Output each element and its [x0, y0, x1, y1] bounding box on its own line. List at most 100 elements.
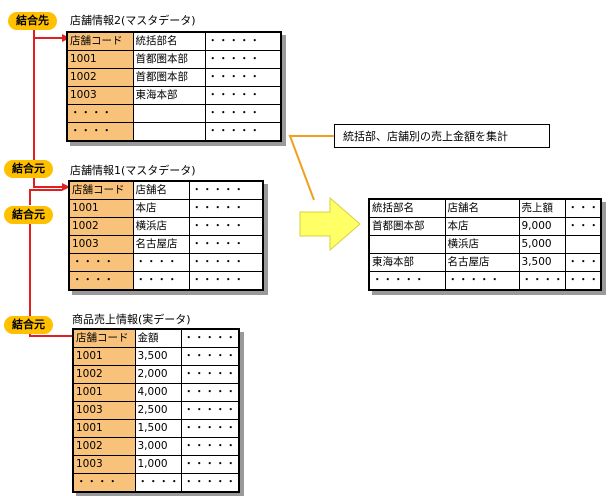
table-cell: ・・・・・: [204, 50, 282, 69]
table-cell: 首都圏本部: [368, 217, 446, 236]
table-cell: 東海本部: [132, 86, 206, 105]
table-cell: 名古屋店: [132, 235, 190, 254]
table-cell: 1,000: [134, 455, 182, 474]
table-cell: 店舗名: [132, 180, 190, 200]
table-cell: ・・・・・: [204, 104, 282, 123]
table-cell: 1001: [68, 199, 134, 218]
table-cell: ・・・・・: [564, 271, 602, 291]
table-cell: ・・・・・: [180, 383, 240, 402]
table-cell: 1,500: [134, 419, 182, 438]
table-cell: [132, 104, 206, 123]
table-cell: 横浜店: [132, 217, 190, 236]
table-cell: ・・・・: [68, 271, 134, 291]
table-cell: ・・・・・: [180, 328, 240, 348]
table-cell: 1001: [72, 347, 136, 366]
table-cell: ・・・・・: [188, 199, 264, 218]
table-row: ・・・・・・・・・: [66, 122, 282, 142]
callout-leader-line: [288, 135, 334, 201]
table-cell: [368, 235, 446, 254]
table-cell: 首都圏本部: [132, 68, 206, 87]
table-cell: 店舗コード: [66, 31, 134, 51]
table-cell: ・・・・: [134, 473, 182, 493]
table-cell: 1003: [72, 401, 136, 420]
table-cell: ・・・・・: [188, 253, 264, 272]
table-cell: ・・・・・: [180, 347, 240, 366]
table-cell: ・・・・・: [444, 271, 520, 291]
table-cell: ・・・・・: [180, 419, 240, 438]
table-cell: ・・・・・: [518, 271, 566, 291]
table-cell: 名古屋店: [444, 253, 520, 272]
table-row: 店舗コード金額・・・・・: [72, 328, 240, 348]
big-right-arrow-icon: [299, 196, 361, 252]
table-cell: ・・・・・: [188, 235, 264, 254]
table-row: ・・・・・・・・・・・・・: [72, 473, 240, 493]
table-cell: ・・・・: [132, 253, 190, 272]
table-cell: 1003: [72, 455, 136, 474]
table-cell: 金額: [134, 328, 182, 348]
table-cell: ・・・・・: [180, 365, 240, 384]
table-cell: 3,500: [134, 347, 182, 366]
callout-box: 統括部、店舗別の売上金額を集計: [334, 124, 550, 148]
table-cell: 3,000: [134, 437, 182, 456]
sales-title: 商品売上情報(実データ): [72, 313, 191, 326]
table-cell: ・・・・・: [368, 271, 446, 291]
table-cell: 5,000: [518, 235, 566, 254]
table-cell: 本店: [444, 217, 520, 236]
table-cell: ・・・・・: [564, 253, 602, 272]
table-cell: ・・・・・: [188, 180, 264, 200]
table-cell: ・・・・・: [180, 473, 240, 493]
table-cell: ・・・・・: [188, 217, 264, 236]
table-cell: 4,000: [134, 383, 182, 402]
table-cell: ・・・・・: [188, 271, 264, 291]
table-row: ・・・・・・・・・: [66, 104, 282, 123]
badge-join-source: 結合元: [4, 316, 53, 334]
table-cell: 2,500: [134, 401, 182, 420]
table-cell: 本店: [132, 199, 190, 218]
table-cell: 東海本部: [368, 253, 446, 272]
table-cell: ・・・・・: [564, 198, 602, 218]
badge-join-source: 結合元: [4, 160, 53, 178]
table-cell: 店舗コード: [68, 180, 134, 200]
table-cell: ・・・・: [66, 104, 134, 123]
table-cell: 9,000: [518, 217, 566, 236]
table-cell: 1002: [66, 68, 134, 87]
table-cell: 2,000: [134, 365, 182, 384]
table-cell: ・・・・・: [204, 31, 282, 51]
table-cell: 1001: [66, 50, 134, 69]
table-cell: ・・・・・: [180, 455, 240, 474]
table-cell: 売上額: [518, 198, 566, 218]
table-cell: ・・・・・: [204, 68, 282, 87]
table-cell: 統括部名: [132, 31, 206, 51]
table-cell: 1001: [72, 419, 136, 438]
table-cell: 横浜店: [444, 235, 520, 254]
table-cell: ・・・・・: [204, 86, 282, 105]
table-cell: ・・・・・: [180, 401, 240, 420]
table-cell: ・・・・・: [180, 437, 240, 456]
table-cell: ・・・・: [68, 253, 134, 272]
table-cell: 1003: [66, 86, 134, 105]
table-cell: [132, 122, 206, 142]
table-cell: 店舗コード: [72, 328, 136, 348]
table-cell: 1003: [68, 235, 134, 254]
store-info1-title: 店舗情報1(マスタデータ): [70, 164, 196, 177]
